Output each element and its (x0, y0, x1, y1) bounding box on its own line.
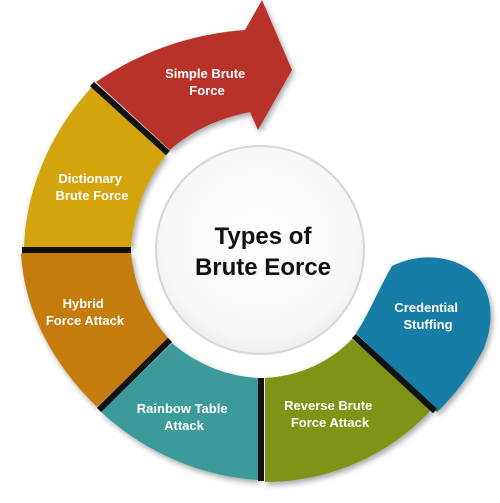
segment-simple-brute-force: Simple Brute Force (96, 0, 292, 150)
separator-1 (89, 81, 171, 156)
segment-reverse-brute-force-attack-label-line1: Reverse Brute (284, 398, 372, 413)
segment-credential-stuffing-shape (356, 257, 491, 412)
svg-text:Credential Stuffing: Credential Stuffing (394, 300, 461, 332)
segment-hybrid-force-attack: Hybrid Force Attack (21, 253, 168, 407)
segment-dictionary-brute-force-label-line2: Brute Force (56, 188, 129, 203)
segment-separators (22, 81, 438, 481)
segment-dictionary-brute-force: Dictionary Brute Force (24, 87, 166, 247)
segment-credential-stuffing-label-line2: Stuffing (403, 317, 452, 332)
segment-credential-stuffing-label-line1: Credential (394, 300, 458, 315)
segment-simple-brute-force-label-line1: Simple Brute (165, 66, 245, 81)
separator-5 (351, 333, 438, 414)
segment-hybrid-force-attack-label-line1: Hybrid (63, 296, 104, 311)
svg-text:Rainbow Table Attack: Rainbow Table Attack (137, 401, 231, 433)
segment-dictionary-brute-force-label-line1: Dictionary (58, 171, 122, 186)
center-circle (155, 145, 365, 355)
segment-rainbow-table-attack-label-line2: Attack (164, 418, 205, 433)
center-title-line2: Brute Eorce (195, 254, 331, 281)
svg-text:Hybrid Force Attack: Hybrid Force Attack (46, 296, 125, 328)
segment-hybrid-force-attack-shape (21, 253, 168, 407)
segment-simple-brute-force-label-line2: Force (189, 83, 224, 98)
segment-rainbow-table-attack: Rainbow Table Attack (101, 343, 258, 480)
center-title-line1: Types of (215, 223, 313, 250)
svg-text:Reverse Brute Force Atta: Reverse Brute Force Attack (284, 398, 376, 430)
segment-reverse-brute-force-attack-shape (265, 339, 432, 482)
svg-text:Dictionary Brute Force: Dictionary Brute Force (56, 171, 129, 203)
separator-3 (96, 337, 173, 413)
segment-reverse-brute-force-attack-label-line2: Force Attack (291, 415, 370, 430)
segment-reverse-brute-force-attack: Reverse Brute Force Attack (265, 339, 432, 482)
segment-hybrid-force-attack-label-line2: Force Attack (46, 313, 125, 328)
segment-simple-brute-force-shape (96, 0, 292, 150)
segment-rainbow-table-attack-shape (101, 343, 258, 480)
segment-dictionary-brute-force-shape (24, 87, 166, 247)
svg-text:Simple Brute Force: Simple Brute Force (165, 66, 249, 98)
segment-credential-stuffing: Credential Stuffing (356, 257, 491, 412)
center-hub: Types of Brute Eorce (155, 145, 365, 355)
segment-rainbow-table-attack-label-line1: Rainbow Table (137, 401, 228, 416)
